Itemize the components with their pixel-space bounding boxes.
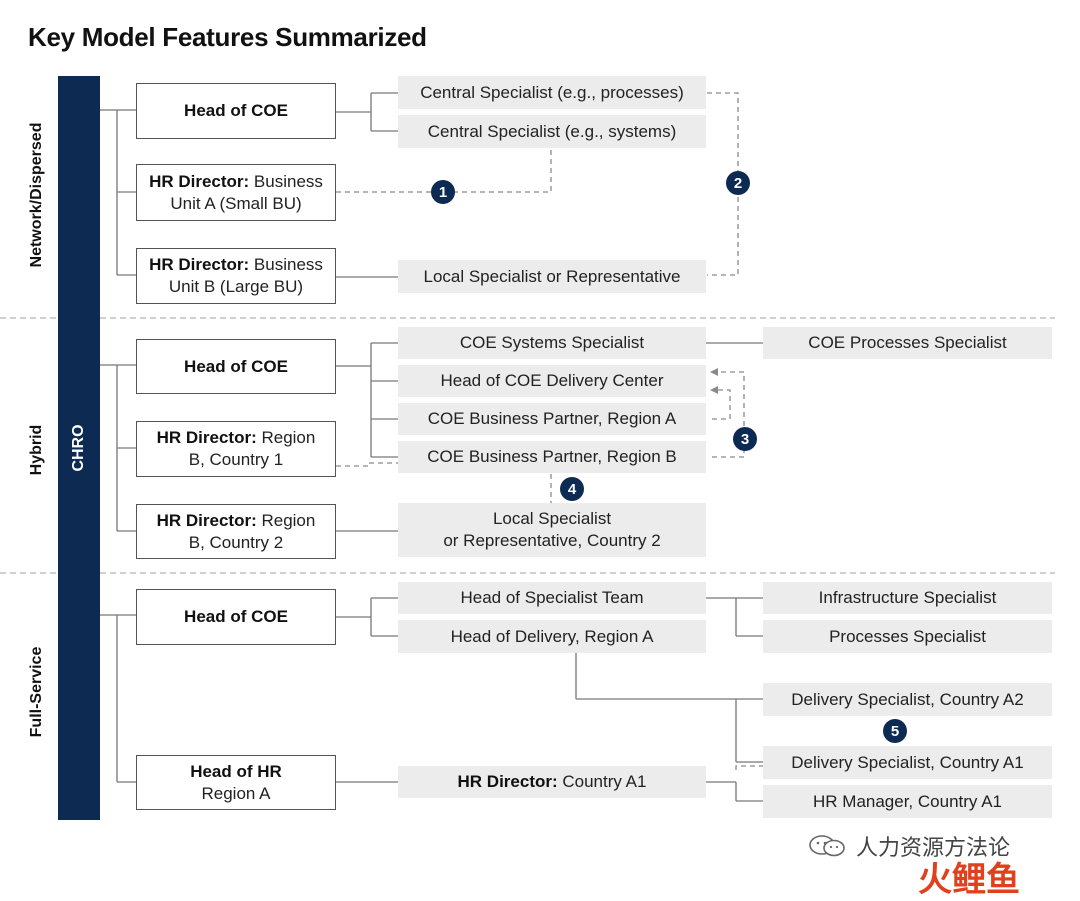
watermark-logo: 火鲤鱼 — [918, 852, 1020, 901]
node-label: Region B, Country 1 — [188, 428, 316, 469]
processes-specialist: Processes Specialist — [763, 620, 1052, 653]
page-title: Key Model Features Summarized — [28, 22, 427, 52]
infrastructure-specialist: Infrastructure Specialist — [763, 582, 1052, 614]
badge-3: 3 — [733, 427, 757, 451]
wechat-icon — [809, 835, 845, 857]
node-label: Head of COE — [184, 101, 288, 120]
node-label: Head of COE — [184, 607, 288, 626]
node-label-bold: HR Director: — [156, 428, 257, 447]
coe-systems-specialist: COE Systems Specialist — [398, 327, 706, 359]
coe-processes-specialist: COE Processes Specialist — [763, 327, 1052, 359]
node-label-bold: Head of HR — [190, 761, 282, 781]
head-of-coe-delivery-center: Head of COE Delivery Center — [398, 365, 706, 397]
local-specialist-country-2: Local Specialist or Representative, Coun… — [398, 503, 706, 557]
hybrid-head-of-coe: Head of COE — [136, 339, 336, 394]
node-label-bold: HR Director: — [457, 772, 558, 791]
node-label-bold: HR Director: — [156, 510, 257, 530]
delivery-specialist-country-a1: Delivery Specialist, Country A1 — [763, 746, 1052, 779]
full-head-of-hr-region-a: Head of HR Region A — [136, 755, 336, 810]
local-specialist-representative: Local Specialist or Representative — [398, 260, 706, 293]
central-specialist-systems: Central Specialist (e.g., systems) — [398, 115, 706, 148]
watermark-logo-text: 火鲤鱼 — [918, 861, 1020, 899]
node-label: Local Specialist — [492, 509, 612, 528]
node-label: Business Unit A (Small BU) — [170, 171, 323, 213]
node-label-bold: HR Director: — [149, 171, 250, 191]
badge-4: 4 — [560, 477, 584, 501]
badge-5: 5 — [883, 719, 907, 743]
solid-connectors — [100, 92, 763, 802]
section-label-full-service: Full-Service — [28, 646, 45, 738]
node-label: Head of COE — [184, 356, 288, 376]
full-head-of-coe: Head of COE — [136, 589, 336, 645]
node-label: Country A1 — [557, 772, 647, 791]
arrowheads — [710, 368, 718, 394]
head-of-specialist-team: Head of Specialist Team — [398, 582, 706, 614]
network-hr-director-bu-a: HR Director: Business Unit A (Small BU) — [136, 164, 336, 221]
network-head-of-coe: Head of COE — [136, 83, 336, 139]
hybrid-hr-director-country-1: HR Director: Region B, Country 1 — [136, 421, 336, 477]
node-label: Region B, Country 2 — [188, 510, 316, 552]
section-label-hybrid: Hybrid — [28, 424, 45, 476]
delivery-specialist-country-a2: Delivery Specialist, Country A2 — [763, 683, 1052, 716]
coe-business-partner-region-b: COE Business Partner, Region B — [398, 441, 706, 473]
chro-label: CHRO — [70, 424, 87, 472]
node-label: Business Unit B (Large BU) — [168, 255, 323, 296]
coe-business-partner-region-a: COE Business Partner, Region A — [398, 403, 706, 435]
section-dividers — [0, 317, 1055, 574]
badge-1: 1 — [431, 180, 455, 204]
section-label-network: Network/Dispersed — [28, 122, 45, 268]
watermark: 人力资源方法论 — [808, 830, 1010, 862]
node-label: or Representative, Country 2 — [443, 531, 661, 550]
node-label-bold: HR Director: — [149, 255, 250, 274]
watermark-text: 人力资源方法论 — [856, 835, 1011, 860]
central-specialist-processes: Central Specialist (e.g., processes) — [398, 76, 706, 109]
full-hr-director-country-a1: HR Director: Country A1 — [398, 766, 706, 798]
badge-2: 2 — [726, 171, 750, 195]
node-label: Region A — [201, 783, 271, 803]
hybrid-hr-director-country-2: HR Director: Region B, Country 2 — [136, 504, 336, 559]
head-of-delivery-region-a: Head of Delivery, Region A — [398, 620, 706, 653]
hr-manager-country-a1: HR Manager, Country A1 — [763, 785, 1052, 818]
network-hr-director-bu-b: HR Director: Business Unit B (Large BU) — [136, 248, 336, 304]
chro-bar: CHRO — [58, 76, 100, 820]
